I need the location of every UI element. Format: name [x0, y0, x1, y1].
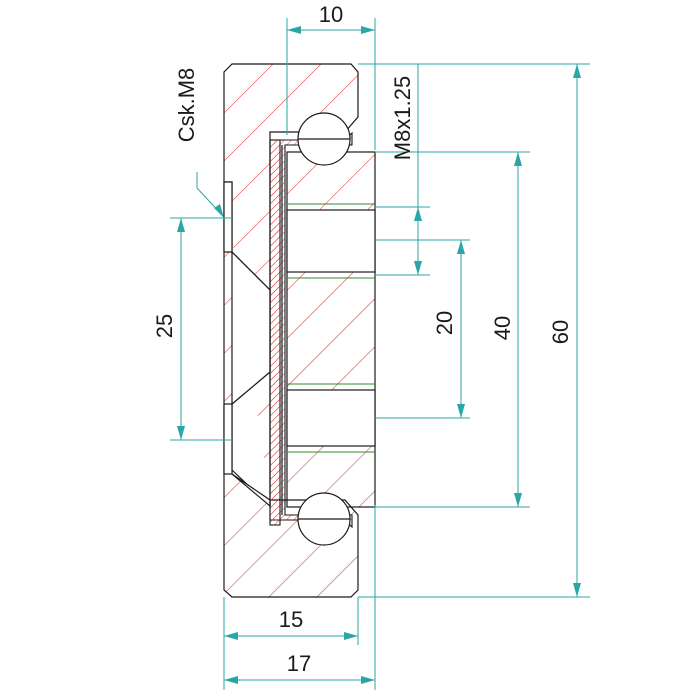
dimension-labels: 10 60 40 20 M8x1.25 25 Csk.M8 15 17 [152, 2, 573, 676]
carriage-slot-top [286, 209, 376, 273]
thread-label: M8x1.25 [390, 76, 415, 160]
guide-rail-web [269, 139, 281, 526]
dim-inner-height: 40 [490, 316, 515, 340]
carriage-slot-bottom [286, 389, 376, 447]
carriage-body [286, 151, 376, 508]
bearing-balls [297, 112, 351, 546]
countersink-label: Csk.M8 [174, 68, 199, 143]
housing [223, 63, 359, 598]
dim-top-width: 10 [319, 2, 343, 27]
inner-carriage [286, 151, 376, 508]
bolt-hole-top [223, 181, 233, 253]
bolt-hole-bottom [223, 403, 233, 475]
dim-overall-height: 60 [548, 320, 573, 344]
dim-inner-spacing: 20 [432, 311, 457, 335]
dimension-lines [170, 18, 590, 690]
dim-overall-width: 17 [287, 651, 311, 676]
dim-inner-width: 15 [279, 607, 303, 632]
dim-bolt-spacing: 25 [152, 314, 177, 338]
